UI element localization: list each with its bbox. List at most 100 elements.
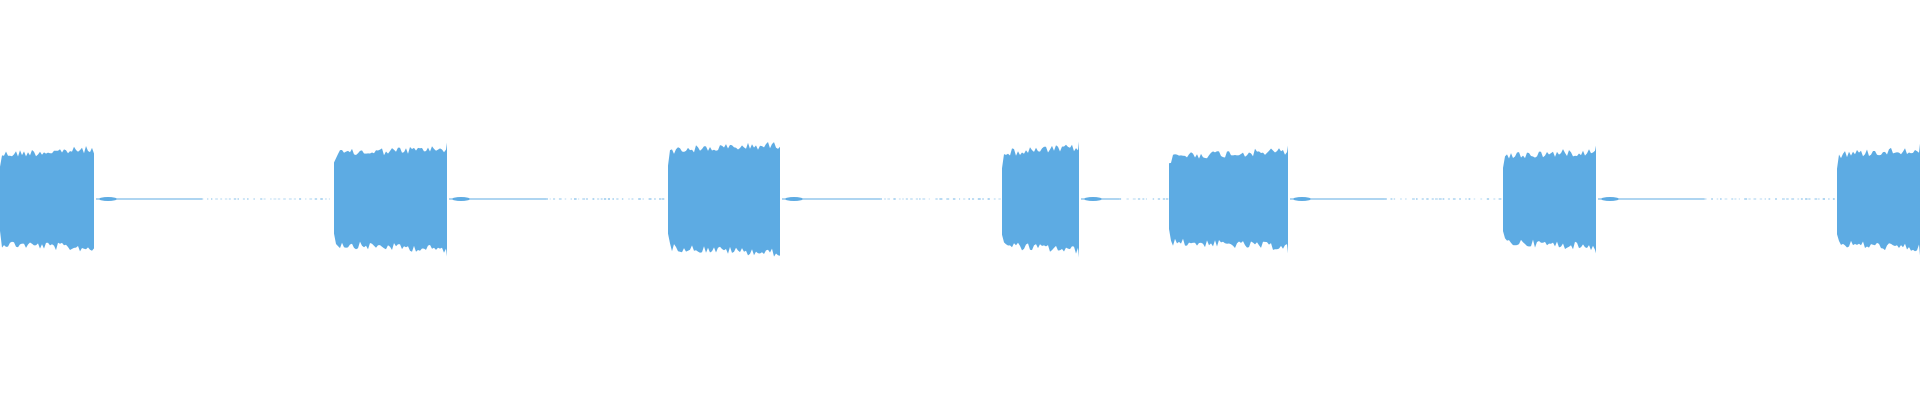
waveform-quiet-dot — [1468, 198, 1471, 200]
waveform-blip — [452, 197, 470, 201]
waveform-quiet-dot — [1405, 198, 1407, 200]
waveform-quiet-dot — [1716, 198, 1719, 200]
waveform-quiet-dot — [628, 198, 630, 200]
waveform-quiet-dot — [305, 198, 307, 200]
waveform-quiet-dot — [558, 198, 562, 200]
waveform-blip — [1084, 197, 1102, 201]
waveform-quiet-dot — [309, 198, 313, 200]
waveform-quiet-dot — [1421, 198, 1424, 200]
waveform-quiet-dot — [603, 198, 607, 200]
waveform-quiet-dot — [1800, 198, 1803, 200]
waveform-quiet-dot — [260, 198, 263, 200]
waveform-quiet-dot — [1486, 198, 1490, 200]
waveform-quiet-dot — [946, 198, 950, 200]
waveform-blip — [99, 197, 117, 201]
waveform-quiet-dot — [1480, 198, 1483, 200]
waveform-quiet-dot — [1724, 198, 1728, 200]
waveform-quiet-dot — [638, 198, 641, 200]
waveform-quiet-dot — [977, 198, 981, 200]
waveform-quiet-dot — [1152, 198, 1155, 200]
waveform-quiet-segment — [782, 197, 1001, 201]
waveform-quiet-dot — [1385, 198, 1387, 200]
waveform-quiet-dot — [1814, 198, 1818, 200]
waveform-quiet-segment — [96, 197, 330, 201]
waveform-quiet-dot — [207, 198, 209, 200]
waveform-quiet-dot — [1132, 198, 1136, 200]
waveform-quiet-dot — [1435, 198, 1438, 200]
waveform-quiet-dot — [211, 198, 213, 200]
waveform-burst — [334, 142, 447, 257]
waveform-blip — [1601, 197, 1619, 201]
waveform-quiet-dot — [659, 198, 662, 200]
waveform-quiet-dot — [972, 198, 975, 200]
waveform-quiet-dot — [1390, 198, 1393, 200]
waveform-quiet-dot — [654, 198, 656, 200]
waveform-quiet-dot — [893, 198, 896, 200]
waveform-quiet-dot — [1400, 198, 1402, 200]
waveform-quiet-dot — [215, 198, 218, 200]
waveform-quiet-dot — [314, 198, 318, 200]
waveform-quiet-dot — [1817, 198, 1820, 200]
waveform-burst — [1837, 143, 1920, 256]
waveform-quiet-dot — [247, 198, 249, 200]
waveform-quiet-dot — [642, 198, 644, 200]
waveform-quiet-segment — [449, 197, 665, 201]
waveform-blip — [785, 197, 803, 201]
waveform-quiet-dot — [1416, 198, 1418, 200]
waveform-quiet-dot — [1720, 198, 1722, 200]
waveform-quiet-dot — [253, 198, 255, 200]
waveform-quiet-dot — [968, 198, 970, 200]
waveform-quiet-dot — [220, 198, 223, 200]
waveform-quiet-dot — [1459, 198, 1461, 200]
waveform-quiet-dot — [1711, 198, 1713, 200]
waveform-burst — [1002, 141, 1079, 258]
waveform-quiet-dot — [1734, 198, 1737, 200]
waveform-burst — [1503, 145, 1596, 254]
waveform-quiet-dot — [987, 198, 990, 200]
waveform-quiet-dot — [1442, 198, 1445, 200]
waveform-quiet-dot — [263, 198, 266, 200]
waveform-quiet-dot — [1412, 198, 1415, 200]
waveform-quiet-dot — [582, 198, 586, 200]
waveform-quiet-dot — [1166, 198, 1169, 200]
waveform-quiet-dot — [237, 198, 239, 200]
waveform-quiet-dot — [564, 198, 567, 200]
waveform-quiet-dot — [884, 198, 886, 200]
waveform-quiet-dot — [1157, 198, 1161, 200]
waveform-quiet-dot — [546, 198, 548, 200]
waveform-quiet-dot — [1493, 198, 1496, 200]
waveform-quiet-dot — [273, 198, 277, 200]
waveform-quiet-dot — [1782, 198, 1785, 200]
waveform-quiet-dot — [898, 198, 901, 200]
waveform-quiet-segment — [1081, 197, 1169, 201]
waveform-burst — [668, 138, 780, 261]
waveform-quiet-dot — [1162, 198, 1166, 200]
waveform-quiet-dot — [242, 198, 245, 200]
waveform-quiet-dot — [1431, 198, 1434, 200]
waveform-quiet-dot — [935, 198, 938, 200]
waveform-quiet-dot — [1447, 198, 1450, 200]
waveform-quiet-dot — [553, 198, 556, 200]
waveform-quiet-dot — [621, 198, 624, 200]
waveform-quiet-dot — [1744, 198, 1748, 200]
waveform-quiet-dot — [612, 198, 614, 200]
waveform-quiet-dot — [325, 198, 327, 200]
waveform-quiet-dot — [1753, 198, 1757, 200]
waveform-quiet-dot — [1498, 198, 1502, 200]
waveform-quiet-dot — [662, 198, 665, 200]
waveform-burst — [1169, 145, 1288, 254]
waveform-quiet-dot — [600, 198, 603, 200]
waveform-quiet-dot — [982, 198, 984, 200]
waveform-quiet-dot — [1426, 198, 1429, 200]
waveform-quiet-dot — [586, 198, 588, 200]
waveform-quiet-dot — [1119, 198, 1122, 200]
waveform-quiet-dot — [1775, 198, 1777, 200]
waveform-quiet-dot — [952, 198, 956, 200]
waveform-quiet-dot — [233, 198, 237, 200]
waveform-quiet-dot — [939, 198, 943, 200]
waveform-burst — [0, 143, 94, 256]
waveform-quiet-dot — [1704, 198, 1707, 200]
waveform-quiet-segments — [96, 197, 1835, 201]
